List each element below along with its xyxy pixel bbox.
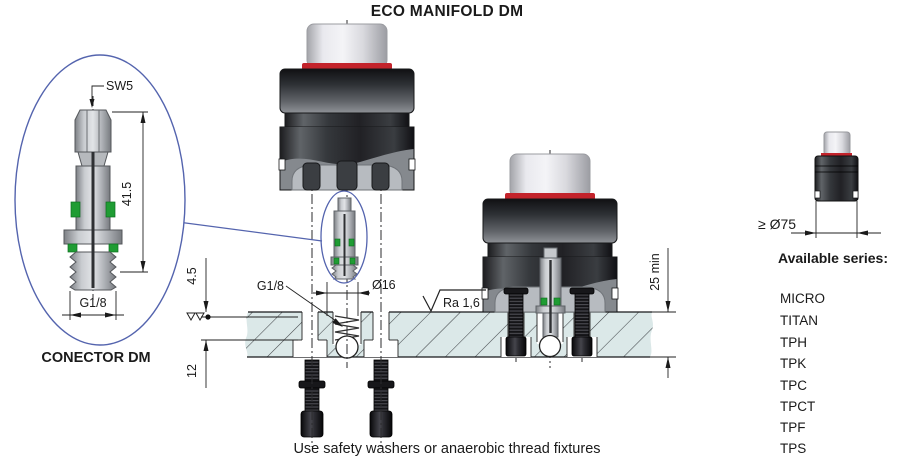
manifold-mounted [481,153,619,358]
reference-dot [205,314,211,320]
exploded-mounting-screws [298,359,395,438]
connector-detail-bubble: SW5 41.5 G1/8 [14,54,186,346]
connector-detail-label: CONECTOR DM [41,350,150,366]
series-item-tph: TPH [780,335,807,350]
oring-seal [70,201,81,218]
port-pin [336,160,358,191]
installed-connector-dm [535,247,566,358]
connector-thread-text: G1/8 [79,296,106,310]
footer-note: Use safety washers or anaerobic thread f… [293,441,600,457]
surface-finish-text: Ra 1,6 [443,296,480,310]
manifold-cap [306,23,388,68]
finish-triangles [186,312,205,322]
oring-seal [540,297,548,306]
dim-left-depths: 4.5 12 [185,258,298,388]
dim-wrench-size: SW5 [89,79,133,108]
detail-connector-drawing [63,96,123,300]
oring-seal [105,201,116,218]
thread-coil [334,315,360,341]
dim-bore-text: Ø16 [372,278,396,292]
side-notch [481,287,489,300]
oring-seal [348,238,355,247]
screw-head [505,336,527,357]
side-notch [278,158,286,171]
manifold-neck-groove [284,112,410,128]
series-item-tps: TPS [780,441,806,456]
roughness-symbol [422,289,486,313]
side-notch [814,190,821,199]
oring-seal [333,257,340,265]
connector-callout-small [177,190,368,284]
dim-thread-text: G1/8 [257,279,284,293]
side-notch [408,158,416,171]
mini-connector [330,197,359,280]
dim-connector-thread: G1/8 [62,291,124,320]
dim-surface-finish: Ra 1,6 [422,289,486,313]
installed-screw-left [503,287,529,357]
series-item-tpk: TPK [780,356,806,371]
plate-thickness-text: 25 min [648,253,662,291]
body-contour-wave [280,127,414,165]
check-ball [538,334,562,358]
min-spacing-text: ≥ Ø75 [758,216,796,232]
dim-plate-thickness: 25 min [648,248,676,378]
oring-seal [67,243,78,253]
side-notch [611,287,619,300]
connector-length-text: 41.5 [120,182,134,206]
series-item-tpf: TPF [780,420,806,435]
series-item-tpct: TPCT [780,399,815,414]
screw-head [571,336,593,357]
port-pin [302,162,321,191]
dim-min-spacing: ≥ Ø75 [758,201,881,238]
dim-connector-length: 41.5 [112,111,148,273]
washer [569,287,595,295]
dim-thread-leader: G1/8 [257,279,343,327]
leader-arrowhead [332,318,343,327]
callout-leader-line [177,221,323,242]
washer [503,287,529,295]
dimensions-main: Ø16 G1/8 Ra 1,6 25 min [185,248,676,388]
series-heading: Available series: [778,250,888,266]
spacing-fitting-view: ≥ Ø75 [758,131,881,238]
series-item-titan: TITAN [780,313,818,328]
oring-seal [334,238,341,247]
dim-bore-diameter: Ø16 [313,278,396,316]
red-seal-ring [302,63,392,70]
red-seal-ring [821,153,852,157]
manifold-cap [509,153,591,198]
series-item-tpc: TPC [780,378,807,393]
seat-depth-text: 4.5 [185,267,199,284]
page-title: ECO MANIFOLD DM [371,3,524,20]
manifold-exploded [278,23,416,191]
under-depth-text: 12 [185,364,199,378]
oring-seal [553,297,561,306]
side-notch [852,190,859,199]
red-seal-ring [505,193,595,200]
small-detail-ellipse [320,190,368,284]
wrench-size-text: SW5 [106,79,133,93]
port-pin [371,162,390,191]
manifold-top-flange [482,198,618,244]
available-series-panel: Available series: MICRO TITAN TPH TPK TP… [778,250,888,456]
fitting-cap [823,131,851,156]
series-item-micro: MICRO [780,291,825,306]
fitting-body [814,155,859,202]
installed-screw-right [569,287,595,357]
manifold-top-flange [279,68,415,114]
plate-holes-left-position [292,311,399,359]
oring-seal [108,243,119,253]
oring-seal [349,257,356,265]
